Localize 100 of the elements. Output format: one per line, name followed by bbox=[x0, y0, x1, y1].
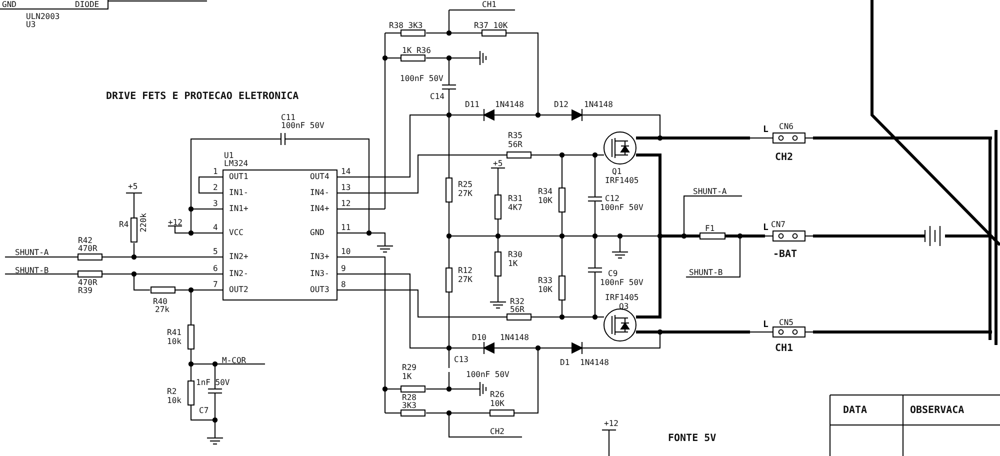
net-label: M-COR bbox=[222, 356, 246, 365]
pin-name: IN1- bbox=[229, 188, 248, 197]
part-label: C7 bbox=[199, 406, 209, 415]
part-label: F1 bbox=[705, 224, 715, 233]
part-label: R42 bbox=[78, 236, 92, 245]
pin-number: 6 bbox=[213, 264, 218, 273]
pin-name: IN1+ bbox=[229, 204, 248, 213]
part-label: R32 bbox=[510, 297, 524, 306]
pin-number: 11 bbox=[341, 223, 351, 232]
part-label: 1K bbox=[508, 259, 518, 268]
pin-number: 1 bbox=[213, 167, 218, 176]
pin-name: DIODE bbox=[75, 0, 100, 9]
part-label: 100nF 50V bbox=[281, 121, 324, 130]
part-label: C14 bbox=[430, 92, 444, 101]
pin-name: IN4- bbox=[310, 188, 330, 197]
part-label: R33 bbox=[538, 276, 552, 285]
part-label: R28 bbox=[402, 393, 416, 402]
part-label: IRF1405 bbox=[605, 176, 639, 185]
pin-number: 9 bbox=[341, 264, 346, 273]
part-label: 470R bbox=[78, 278, 98, 287]
pin-number: 13 bbox=[341, 183, 351, 192]
part-label: R25 bbox=[458, 180, 472, 189]
part-label: 10K bbox=[490, 399, 504, 408]
part-label: 100nF 50V bbox=[600, 203, 644, 212]
part-label: R30 bbox=[508, 250, 522, 259]
part-label: 27K bbox=[458, 189, 472, 198]
part-label: 220k bbox=[139, 213, 148, 232]
part-label: R35 bbox=[508, 131, 522, 140]
part-label: C11 bbox=[281, 113, 296, 122]
table-header: DATA bbox=[843, 405, 868, 416]
pin-name: VCC bbox=[229, 228, 244, 237]
part-label: R29 bbox=[402, 363, 416, 372]
part-label: 1N4148 bbox=[580, 358, 609, 367]
part-label: IRF1405 bbox=[605, 293, 639, 302]
pin-name: OUT4 bbox=[310, 172, 330, 181]
part-label: Q3 bbox=[619, 302, 629, 311]
part-label: C13 bbox=[454, 355, 468, 364]
pin-name: OUT3 bbox=[310, 285, 330, 294]
part-label: R41 bbox=[167, 328, 182, 337]
part-label: 1K bbox=[402, 372, 412, 381]
part-label: 1nF 50V bbox=[196, 378, 230, 387]
part-label: D12 bbox=[554, 100, 568, 109]
part-label: 27K bbox=[458, 275, 472, 284]
pin-number: 8 bbox=[341, 280, 346, 289]
net-label: -BAT bbox=[773, 249, 798, 260]
supply-label: +12 bbox=[168, 218, 182, 227]
pin-name: IN2+ bbox=[229, 252, 248, 261]
part-label: 1N4148 bbox=[500, 333, 529, 342]
pin-label: L bbox=[763, 224, 768, 233]
part-label: R40 bbox=[153, 297, 168, 306]
part-label: D11 bbox=[465, 100, 480, 109]
net-label: SHUNT-A bbox=[693, 187, 727, 196]
pin-number: 14 bbox=[341, 167, 351, 176]
part-label: C12 bbox=[605, 194, 620, 203]
part-label: 56R bbox=[508, 140, 522, 149]
pin-number: 3 bbox=[213, 199, 218, 208]
part-label: CN6 bbox=[779, 122, 794, 131]
net-label: CH2 bbox=[775, 152, 794, 163]
part-label: CN7 bbox=[771, 220, 786, 229]
part-label: R26 bbox=[490, 390, 504, 399]
net-label: SHUNT-A bbox=[15, 248, 49, 257]
net-label: CH1 bbox=[775, 343, 794, 354]
part-label: 1N4148 bbox=[495, 100, 524, 109]
part-label: Q1 bbox=[612, 167, 622, 176]
pin-number: 2 bbox=[213, 183, 218, 192]
net-label: CH1 bbox=[482, 0, 496, 9]
table-header: OBSERVACA bbox=[910, 405, 964, 416]
pin-name: IN3+ bbox=[310, 252, 330, 261]
part-label: 1K R36 bbox=[402, 46, 431, 55]
part-label: U3 bbox=[26, 20, 36, 29]
net-label: CH2 bbox=[490, 427, 504, 436]
net-label: SHUNT-B bbox=[689, 268, 723, 277]
part-label: R12 bbox=[458, 266, 472, 275]
part-label: D10 bbox=[472, 333, 486, 342]
supply-label: +12 bbox=[604, 419, 618, 428]
part-label: ULN2003 bbox=[26, 12, 60, 21]
part-label: 10k bbox=[167, 337, 182, 346]
part-label: R37 10K bbox=[474, 21, 508, 30]
pin-label: L bbox=[763, 321, 768, 330]
pin-number: 12 bbox=[341, 199, 351, 208]
pin-name: GND bbox=[2, 0, 16, 9]
part-label: 56R bbox=[510, 305, 524, 314]
pin-number: 5 bbox=[213, 247, 218, 256]
part-label: R31 bbox=[508, 194, 522, 203]
part-label: CN5 bbox=[779, 318, 794, 327]
pin-name: IN2- bbox=[229, 269, 248, 278]
part-label: 10k bbox=[167, 396, 182, 405]
part-label: 100nF 50V bbox=[466, 370, 510, 379]
part-label: D1 bbox=[560, 358, 570, 367]
supply-label: +5 bbox=[493, 159, 503, 168]
pin-name: IN4+ bbox=[310, 204, 330, 213]
net-label: SHUNT-B bbox=[15, 266, 49, 275]
pin-name: OUT1 bbox=[229, 172, 248, 181]
part-label: 100nF 50V bbox=[400, 74, 444, 83]
section-heading: DRIVE FETS E PROTECAO ELETRONICA bbox=[106, 91, 299, 102]
part-label: U1 bbox=[224, 151, 234, 160]
part-label: C9 bbox=[608, 269, 618, 278]
pin-number: 7 bbox=[213, 280, 218, 289]
part-label: LM324 bbox=[224, 159, 248, 168]
part-label: 10K bbox=[538, 196, 552, 205]
